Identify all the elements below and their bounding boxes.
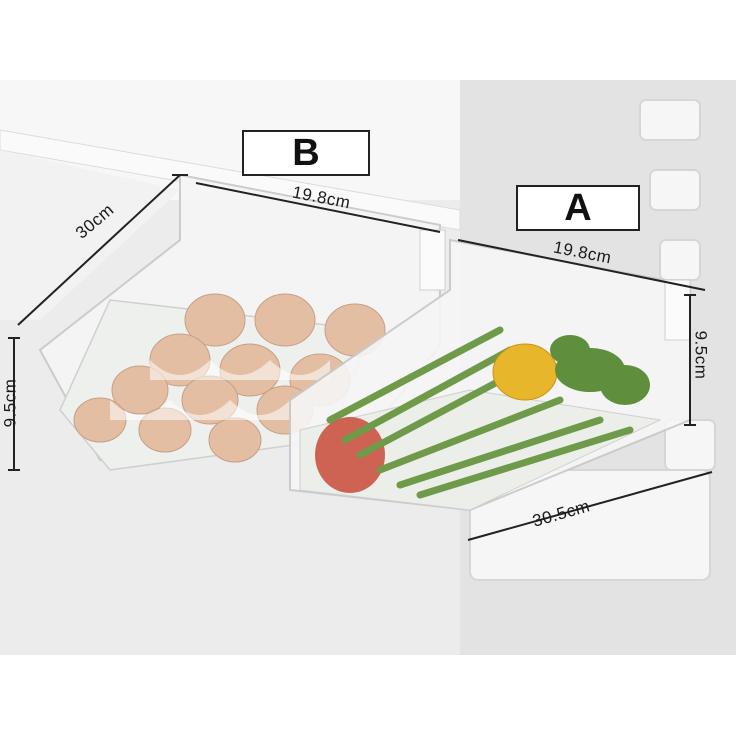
tomato [315,417,385,493]
leafy-greens [550,335,650,405]
drawer-a [289,238,691,512]
dimension-lines [8,174,713,541]
corn [492,343,558,401]
egg-tray-cups [110,360,330,420]
fridge-side-ridges [469,99,716,581]
drawer-a-label: A [516,185,640,231]
drawer-b-height: 9.5cm [0,378,20,428]
green-beans [326,326,634,499]
drawer-a-height: 9.5cm [691,330,711,380]
drawer-b-label: B [242,130,370,176]
